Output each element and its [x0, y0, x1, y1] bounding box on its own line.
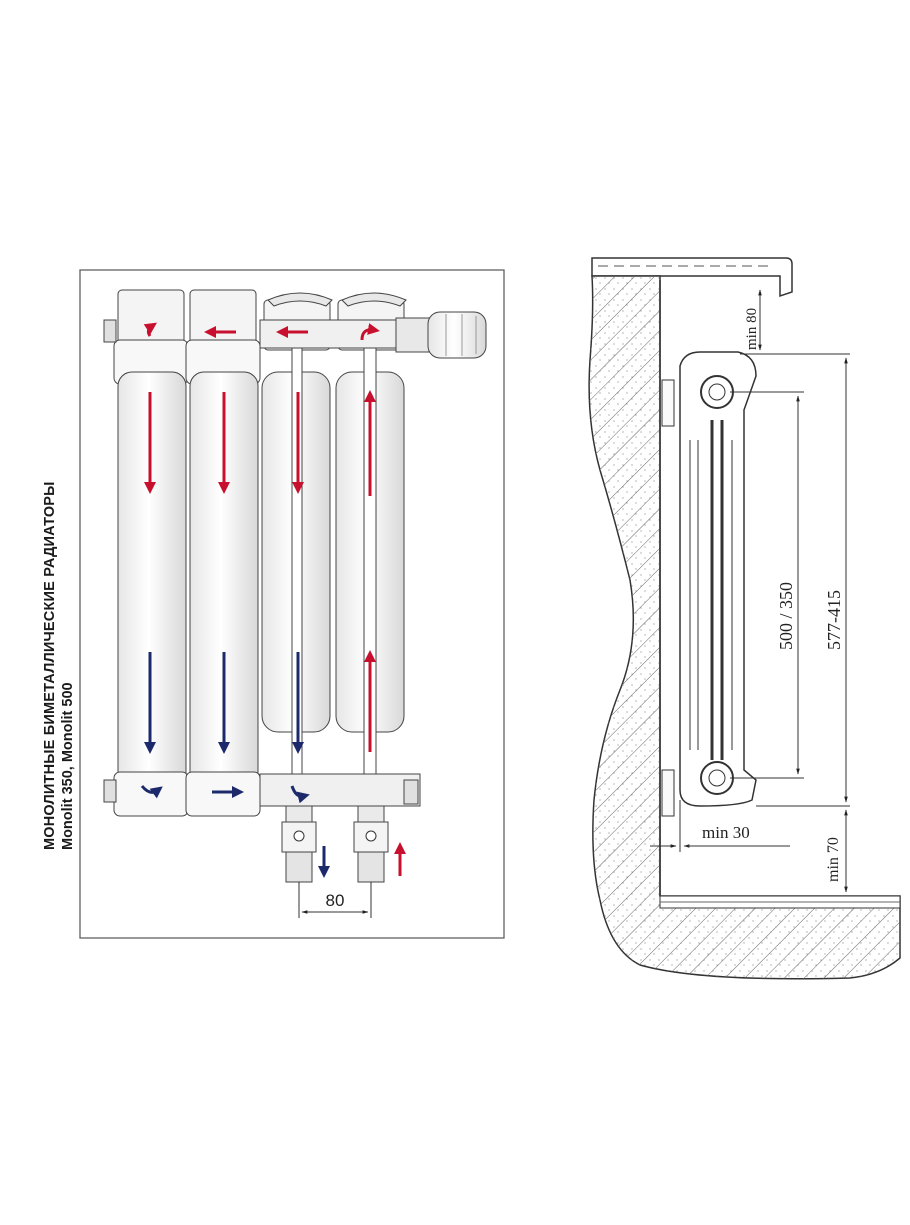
supply-return-valves [281, 805, 389, 883]
wall-bracket-bottom [661, 769, 675, 817]
dim-center-distance-label: 500 / 350 [776, 582, 796, 650]
thermostatic-head [395, 311, 487, 359]
pipe-spacing-label: 80 [326, 891, 345, 910]
top-handle-2 [341, 292, 407, 307]
flow-arrows [140, 322, 406, 878]
title-line-2: Monolit 350, Monolit 500 [60, 682, 76, 850]
wall-bracket-top [661, 379, 675, 427]
end-cap-bottom-right [403, 779, 419, 805]
left-panel: 80 [79, 269, 505, 939]
dim-floor-clearance-label: min 70 [825, 837, 842, 882]
floor-screed [659, 895, 901, 909]
radiator-side-view [679, 351, 757, 807]
dim-total-height-label: 577-415 [824, 590, 844, 650]
dim-center-distance: 500 / 350 [730, 391, 804, 779]
right-panel: min 80 500 / 350 577-415 min 70 [588, 257, 901, 980]
dim-top-clearance: min 80 [740, 289, 850, 355]
dim-wall-gap-label: min 30 [702, 823, 750, 842]
dim-floor-clearance: min 70 [825, 809, 848, 893]
return-turn-2 [290, 785, 310, 804]
radiator-section-3 [261, 299, 331, 801]
dim-top-clearance-label: min 80 [744, 308, 760, 350]
supply-turn-1 [143, 322, 157, 337]
supply-turn-2 [360, 323, 380, 341]
window-sill [591, 257, 793, 298]
end-cap-top-left [103, 319, 117, 343]
dim-wall-gap: min 30 [650, 800, 790, 852]
return-turn-1 [140, 785, 163, 799]
top-handle-1 [267, 292, 333, 307]
end-cap-bottom-left [103, 779, 117, 803]
left-panel-title: МОНОЛИТНЫЕ БИМЕТАЛЛИЧЕСКИЕ РАДИАТОРЫ Mon… [42, 481, 76, 850]
title-line-1: МОНОЛИТНЫЕ БИМЕТАЛЛИЧЕСКИЕ РАДИАТОРЫ [42, 481, 58, 850]
dim-total-height: 577-415 [756, 357, 850, 807]
bottom-collector [259, 773, 421, 807]
pipe-spacing-dimension: 80 [298, 882, 372, 918]
